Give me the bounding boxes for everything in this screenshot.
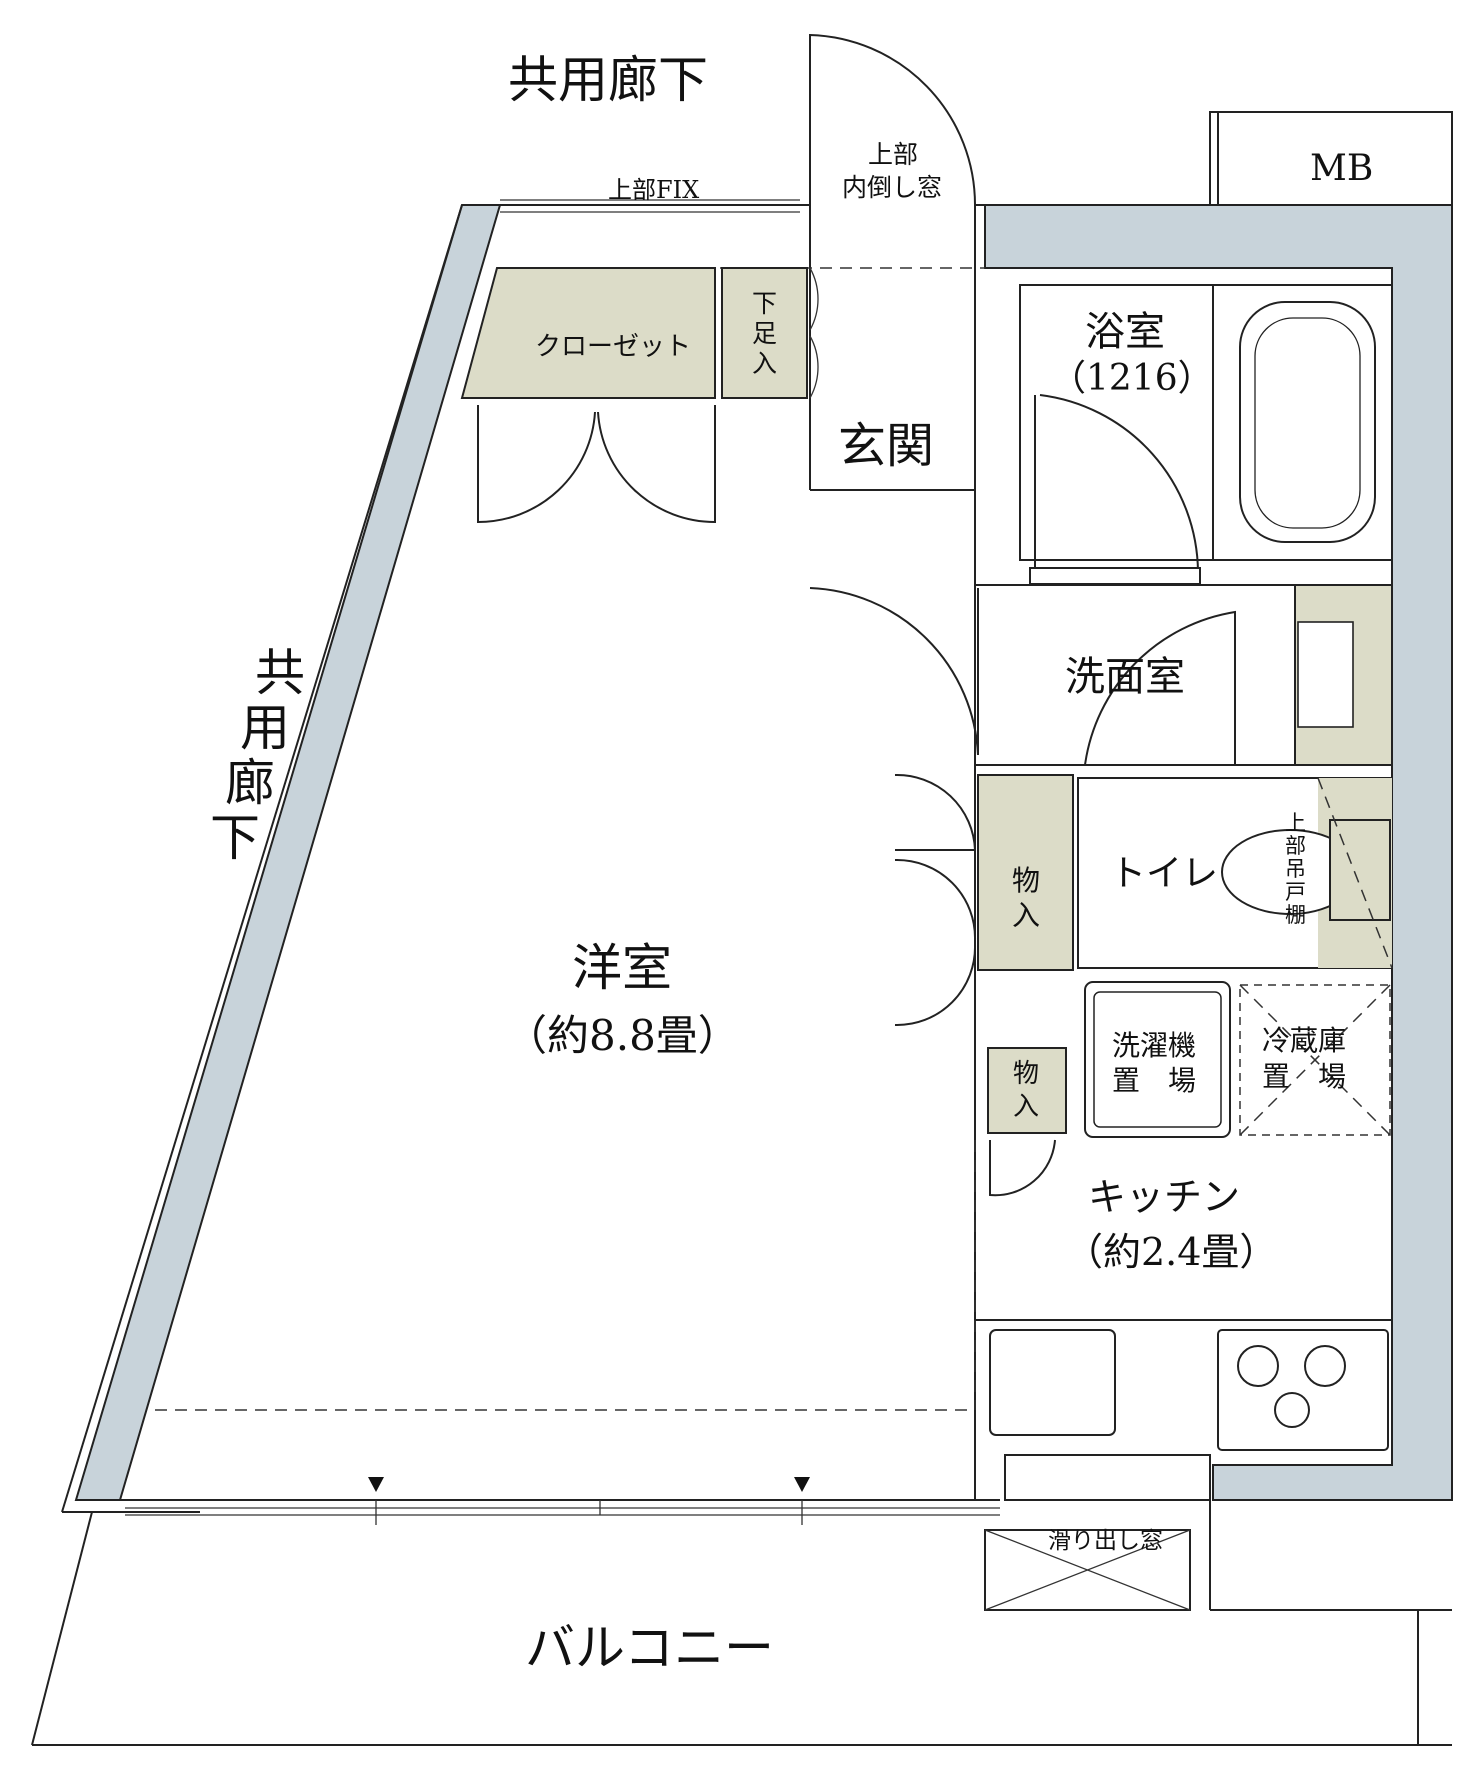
right-exterior-wall xyxy=(984,204,1453,1501)
stove xyxy=(1217,1329,1389,1451)
upper-cabinet-char-3: 吊 xyxy=(1285,857,1306,881)
shoe-box-char-2: 足 xyxy=(752,319,777,348)
toilet-label: トイレ xyxy=(1110,853,1218,894)
kitchen-sink xyxy=(989,1329,1116,1436)
mb-box xyxy=(1209,111,1453,206)
corridor-left-char-1: 共 xyxy=(255,644,305,702)
western-room-label: 洋室 xyxy=(572,939,672,997)
upper-cabinet-char-4: 戸 xyxy=(1285,880,1306,904)
storage1-char-2: 入 xyxy=(1012,899,1040,932)
closet-label: クローゼット xyxy=(535,332,691,362)
slide-window-box xyxy=(984,1529,1191,1611)
fridge-label-2: 置 場 xyxy=(1262,1060,1346,1093)
bathroom-size: （1216） xyxy=(1050,358,1214,399)
corridor-left-char-2: 用 xyxy=(240,699,290,757)
upper-cabinet-char-2: 部 xyxy=(1285,834,1306,858)
storage1-char-1: 物 xyxy=(1012,864,1040,897)
corridor-top-label: 共用廊下 xyxy=(508,51,708,109)
shoe-box-char-1: 下 xyxy=(752,289,777,318)
left-exterior-wall xyxy=(74,204,502,1501)
bathroom-label: 浴室 xyxy=(1085,309,1165,355)
slide-window-label: 滑り出し窓 xyxy=(1048,1528,1163,1554)
corridor-left-char-4: 下 xyxy=(210,809,260,867)
inner-window-label-2: 内倒し窓 xyxy=(842,173,942,202)
fix-window-label: 上部FIX xyxy=(608,176,699,204)
shoe-box-char-3: 入 xyxy=(752,349,777,378)
storage2-char-2: 入 xyxy=(1013,1092,1039,1122)
mb-label: MB xyxy=(1310,148,1373,189)
storage2-char-1: 物 xyxy=(1013,1059,1039,1089)
upper-cabinet-char-5: 棚 xyxy=(1285,903,1306,927)
upper-cabinet-char-1: 上 xyxy=(1285,811,1306,835)
inner-window-label-1: 上部 xyxy=(868,140,918,169)
storage-2 xyxy=(987,1047,1067,1134)
washroom-label: 洗面室 xyxy=(1065,654,1185,700)
entrance-label: 玄関 xyxy=(838,418,934,474)
kitchen-label: キッチン xyxy=(1088,1175,1240,1219)
washer-label-2: 置 場 xyxy=(1112,1064,1196,1097)
closet xyxy=(460,267,716,399)
balcony-label: バルコニー xyxy=(525,1619,774,1677)
washer-space xyxy=(1084,981,1231,1138)
fridge-space xyxy=(1239,984,1391,1136)
bathtub xyxy=(1239,301,1376,543)
shoe-box xyxy=(721,267,808,399)
storage-1 xyxy=(977,774,1074,971)
washer-label-1: 洗濯機 xyxy=(1112,1029,1196,1062)
bathroom xyxy=(1019,284,1393,561)
corridor-left-char-3: 廊 xyxy=(225,754,275,812)
western-room-size: （約8.8畳） xyxy=(505,1011,740,1060)
fridge-label-1: 冷蔵庫 xyxy=(1262,1024,1346,1057)
kitchen-size: （約2.4畳） xyxy=(1065,1230,1277,1274)
